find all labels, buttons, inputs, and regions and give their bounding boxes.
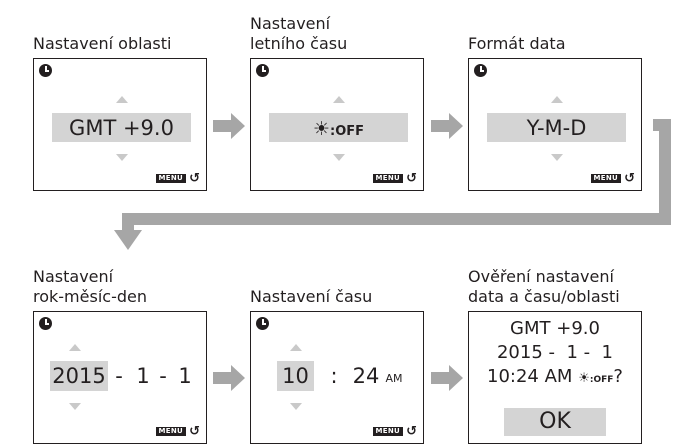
up-arrow-icon: [290, 344, 302, 351]
up-arrow-icon: [333, 96, 345, 103]
step4-label-line2: rok-měsíc-den: [33, 287, 147, 306]
back-icon: ↺: [406, 424, 417, 439]
back-icon: ↺: [189, 424, 200, 439]
step4-label-line1: Nastavení: [33, 267, 114, 286]
down-arrow-icon: [69, 403, 81, 410]
confirm-date: 2015 - 1 - 1: [496, 342, 614, 363]
separator: -: [159, 364, 167, 388]
up-arrow-icon: [69, 344, 81, 351]
screen-ymd-setting: 2015 - 1 - 1 MENU ↺: [33, 311, 207, 444]
value-highlight: [487, 113, 626, 142]
back-icon: ↺: [189, 171, 200, 186]
hour-value: 10: [282, 364, 309, 388]
menu-button-icon: MENU: [590, 174, 621, 183]
flow-arrow-1: [213, 113, 245, 139]
confirm-dst-off: :OFF: [589, 375, 614, 385]
value-highlight: [50, 361, 108, 391]
down-arrow-icon: [551, 154, 563, 161]
screen-date-format: Y-M-D MENU ↺: [468, 58, 642, 191]
screen-area-setting: GMT +9.0 MENU ↺: [33, 58, 207, 191]
day-value: 1: [178, 364, 192, 388]
step2-label-line1: Nastavení: [250, 14, 331, 33]
step6-label-line2: data a času/oblasti: [468, 287, 620, 306]
confirm-gmt: GMT +9.0: [510, 318, 600, 339]
month-value: 1: [136, 364, 150, 388]
down-arrow-icon: [116, 154, 128, 161]
value-highlight: [52, 113, 191, 142]
clock-icon: [256, 64, 269, 77]
gmt-value: GMT +9.0: [69, 116, 174, 140]
up-arrow-icon: [551, 96, 563, 103]
screen-dst-setting: ☀:OFF MENU ↺: [250, 58, 424, 191]
dst-sun-icon: ☀: [578, 371, 590, 386]
ok-button[interactable]: OK: [504, 408, 606, 436]
confirm-time: 10:24 AM: [487, 366, 573, 387]
dst-sun-icon: ☀: [312, 118, 331, 140]
menu-button-icon: MENU: [155, 427, 186, 436]
confirm-question: ?: [613, 366, 623, 387]
minute-value: 24: [352, 364, 380, 388]
step1-label: Nastavení oblasti: [33, 34, 172, 53]
clock-icon: [39, 64, 52, 77]
flow-arrow-2: [431, 113, 463, 139]
date-format-value: Y-M-D: [526, 116, 587, 140]
ampm-value: AM: [385, 372, 403, 385]
down-arrow-icon: [290, 403, 302, 410]
menu-button-icon: MENU: [372, 427, 403, 436]
separator: -: [115, 364, 123, 388]
down-arrow-icon: [333, 154, 345, 161]
clock-icon: [39, 317, 52, 330]
step3-label: Formát data: [468, 34, 566, 53]
dst-value: ☀:OFF: [269, 115, 408, 145]
screen-time-setting: 10 : 24 AM MENU ↺: [250, 311, 424, 444]
step2-label-line2: letního času: [250, 34, 348, 53]
clock-icon: [256, 317, 269, 330]
menu-button-icon: MENU: [372, 174, 403, 183]
value-highlight: [269, 113, 408, 142]
back-icon: ↺: [406, 171, 417, 186]
step5-label: Nastavení času: [250, 287, 373, 306]
value-highlight: [277, 361, 314, 391]
flow-connector-arrow: [114, 119, 671, 250]
clock-icon: [474, 64, 487, 77]
back-icon: ↺: [624, 171, 635, 186]
year-value: 2015: [52, 364, 106, 388]
flow-arrow-5: [431, 365, 463, 391]
up-arrow-icon: [116, 96, 128, 103]
step6-label-line1: Ověření nastavení: [468, 267, 614, 286]
dst-off-text: :OFF: [330, 124, 365, 139]
time-colon: :: [330, 364, 338, 388]
screen-confirm: GMT +9.0 2015 - 1 - 1 10:24 AM ☀:OFF? OK: [468, 311, 642, 444]
menu-button-icon: MENU: [155, 174, 186, 183]
confirm-time-row: 10:24 AM ☀:OFF?: [469, 366, 641, 391]
flow-arrow-4: [213, 365, 245, 391]
